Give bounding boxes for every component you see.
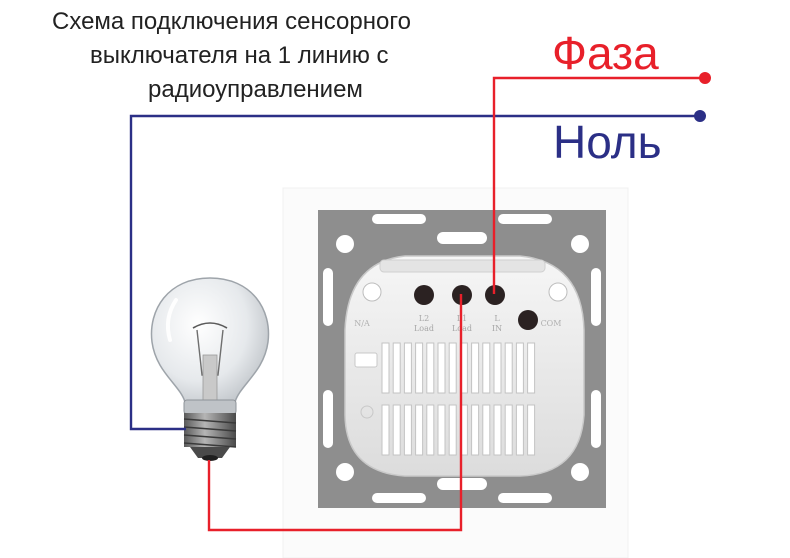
frame-slot — [323, 268, 333, 326]
module-rib — [415, 404, 424, 456]
frame-slot — [372, 214, 426, 224]
module-tag — [354, 352, 378, 368]
frame-slot — [498, 493, 552, 503]
diagram-title-line-3: радиоуправлением — [148, 76, 363, 103]
terminal-label-bottom: IN — [492, 324, 502, 333]
wires — [129, 72, 711, 532]
ce-mark-icon — [360, 405, 374, 419]
bulb-base — [183, 413, 237, 461]
terminal-label-top: L2 — [419, 314, 429, 323]
terminal-label-top: L — [494, 314, 500, 323]
diagram-title-line-1: Схема подключения сенсорного — [52, 8, 411, 35]
diagram-title-line-2: выключателя на 1 линию с — [90, 42, 389, 69]
neutral-label: Ноль — [553, 116, 662, 168]
terminal-label-bottom: Load — [414, 324, 434, 333]
module-rib — [448, 404, 457, 456]
module-rib — [426, 404, 435, 456]
frame-hole — [336, 235, 354, 253]
module-rib — [426, 342, 435, 394]
side-mark-right: COM — [541, 319, 562, 328]
phase-terminal-dot — [699, 72, 711, 84]
frame-slot — [323, 390, 333, 448]
module-rib — [392, 404, 401, 456]
neutral-wire — [129, 114, 700, 431]
module-rib — [392, 342, 401, 394]
module-rib — [403, 342, 412, 394]
module-rib — [527, 404, 536, 456]
module-rib — [381, 404, 390, 456]
frame-slot — [591, 390, 601, 448]
module-rib — [515, 342, 524, 394]
module-rib — [515, 404, 524, 456]
module-rib — [448, 342, 457, 394]
module-rib — [493, 342, 502, 394]
module-rib — [471, 342, 480, 394]
frame-slot — [372, 493, 426, 503]
frame-slot — [591, 268, 601, 326]
terminal-hole — [548, 282, 568, 302]
light-bulb — [150, 277, 270, 461]
module-rib — [381, 342, 390, 394]
module-rib — [437, 404, 446, 456]
module-rib — [415, 342, 424, 394]
terminal-hole — [362, 282, 382, 302]
module-rib — [504, 404, 513, 456]
terminal-hole — [414, 285, 434, 305]
frame-hole — [571, 235, 589, 253]
neutral-terminal-dot — [694, 110, 706, 122]
module-rib — [527, 342, 536, 394]
phase-wire — [492, 76, 705, 294]
terminal-hole — [485, 285, 505, 305]
phase-label: Фаза — [552, 27, 659, 79]
frame-slot — [437, 232, 487, 244]
terminal-hole — [518, 310, 538, 330]
module-rib — [504, 342, 513, 394]
module-rib — [437, 342, 446, 394]
frame-slot — [498, 214, 552, 224]
module-rib — [471, 404, 480, 456]
load-wire — [207, 294, 463, 532]
frame-hole — [336, 463, 354, 481]
module-rib — [403, 404, 412, 456]
module-rib — [493, 404, 502, 456]
module-rib — [482, 342, 491, 394]
side-mark-left: N/A — [354, 319, 370, 328]
frame-hole — [571, 463, 589, 481]
switch-module: L2 Load L1 Load L IN N/A COM — [344, 255, 585, 477]
module-rib — [482, 404, 491, 456]
